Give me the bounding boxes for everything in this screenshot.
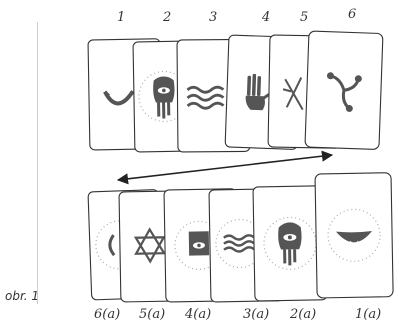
cup-icon [108,234,116,257]
hexagram-icon [133,227,167,264]
label-top-5: 5 [300,10,309,25]
label-bottom-1a: 1(a) [355,307,382,322]
label-top-4: 4 [262,10,271,25]
label-bottom-4a: 4(a) [185,307,212,322]
bottom-card-1a [314,172,394,299]
label-bottom-5a: 5(a) [139,307,166,322]
double-arrow [116,150,334,185]
hand-eye-icon [278,222,302,266]
crossed-lines-icon [282,77,304,111]
hand-eye-icon [153,76,175,119]
label-top-3: 3 [209,10,218,25]
cup-icon [103,90,135,106]
top-card-6 [304,30,384,150]
triskele-icon [326,72,362,112]
waves-icon [223,234,255,253]
figure-caption: obr. 1 [5,289,40,303]
label-bottom-6a: 6(a) [94,307,121,322]
hand-icon [245,73,270,111]
hand-eye-icon [188,231,210,256]
label-bottom-2a: 2(a) [290,307,317,322]
label-top-1: 1 [117,10,126,25]
waves-icon [186,85,225,110]
cup-icon [336,231,373,246]
label-top-6: 6 [348,7,357,22]
page-edge-line [37,22,38,304]
label-bottom-3a: 3(a) [243,307,270,322]
label-top-2: 2 [163,10,172,25]
